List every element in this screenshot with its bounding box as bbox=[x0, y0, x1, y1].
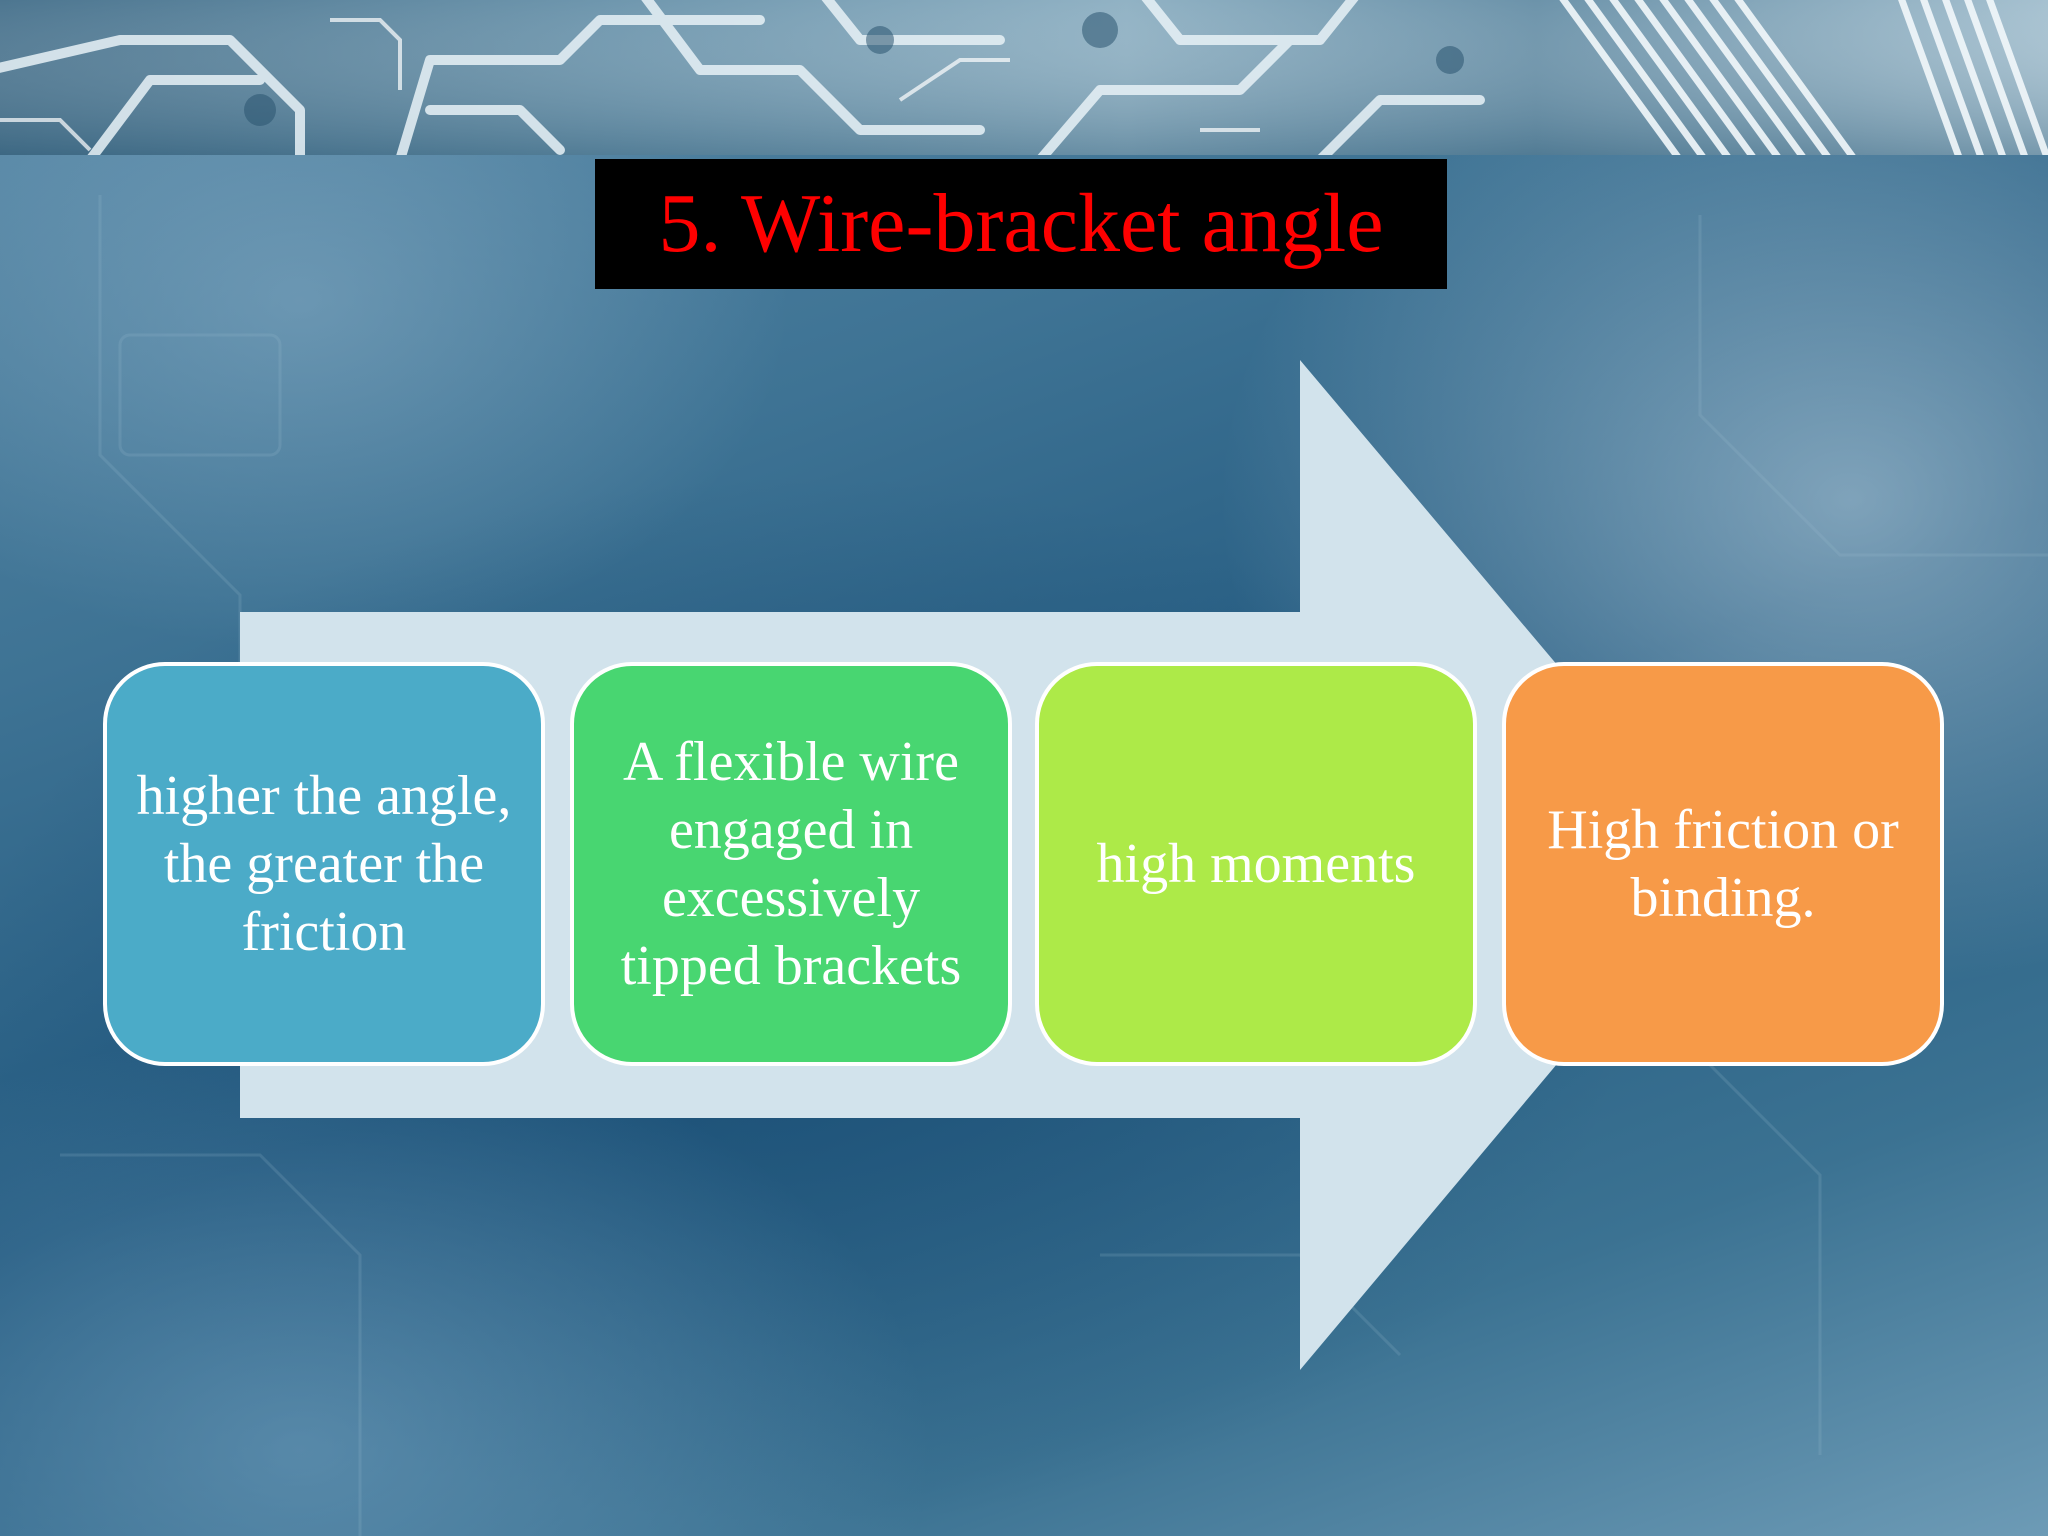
step-box-1: higher the angle, the greater the fricti… bbox=[103, 662, 545, 1066]
step-text-3: high moments bbox=[1096, 833, 1416, 895]
circuit-board-image bbox=[0, 0, 2048, 155]
step-text-4: High friction or binding. bbox=[1547, 799, 1899, 929]
step-box-4: High friction or binding. bbox=[1502, 662, 1944, 1066]
step-box-2: A flexible wire engaged in excessively t… bbox=[570, 662, 1012, 1066]
title-box: 5. Wire-bracket angle bbox=[595, 159, 1447, 289]
circuit-banner bbox=[0, 0, 2048, 155]
step-text-2: A flexible wire engaged in excessively t… bbox=[620, 731, 962, 997]
step-box-3: high moments bbox=[1035, 662, 1477, 1066]
step-text-1: higher the angle, the greater the fricti… bbox=[136, 765, 512, 963]
slide-title: 5. Wire-bracket angle bbox=[658, 177, 1384, 270]
